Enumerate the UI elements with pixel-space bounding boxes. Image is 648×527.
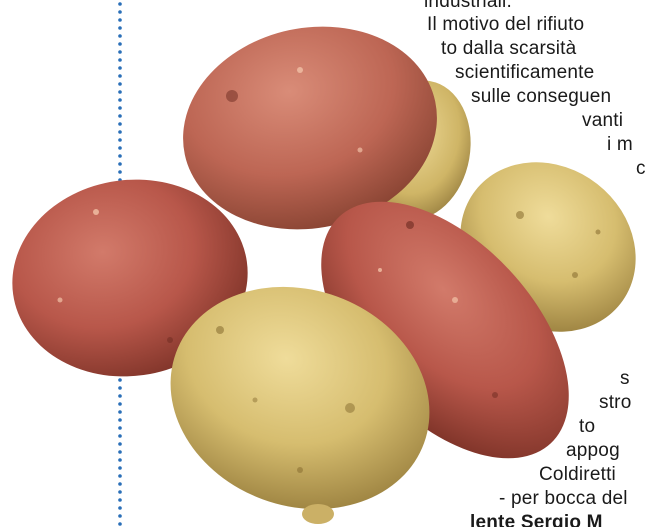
text-line: - per bocca del: [499, 488, 628, 509]
rule-dot: [118, 378, 122, 382]
rule-dot: [118, 74, 122, 78]
rule-dot: [118, 522, 122, 526]
text-line: lente Sergio M: [470, 512, 603, 527]
rule-dot: [118, 138, 122, 142]
rule-dot: [118, 58, 122, 62]
text-line: vanti: [582, 110, 624, 131]
rule-dot: [118, 466, 122, 470]
rule-dot: [118, 442, 122, 446]
rule-dot: [118, 18, 122, 22]
rule-dot: [118, 2, 122, 6]
text-line: industriali.: [424, 0, 512, 12]
rule-dot: [118, 506, 122, 510]
rule-dot: [118, 386, 122, 390]
text-line: stro: [599, 392, 632, 413]
rule-dot: [118, 474, 122, 478]
rule-dot: [118, 490, 122, 494]
rule-dot: [118, 90, 122, 94]
text-line: appog: [566, 440, 620, 461]
rule-dot: [118, 402, 122, 406]
rule-dot: [118, 114, 122, 118]
rule-dot: [118, 10, 122, 14]
rule-dot: [118, 498, 122, 502]
rule-dot: [118, 42, 122, 46]
rule-dot: [118, 394, 122, 398]
rule-dot: [118, 482, 122, 486]
text-line: i m: [607, 134, 633, 155]
rule-dot: [118, 98, 122, 102]
rule-dot: [118, 450, 122, 454]
rule-dot: [118, 170, 122, 174]
rule-dot: [118, 122, 122, 126]
text-line: scientificamente: [455, 62, 595, 83]
rule-dot: [118, 458, 122, 462]
rule-dot: [118, 130, 122, 134]
text-line: sulle conseguen: [471, 86, 612, 107]
text-line: Coldiretti: [539, 464, 616, 485]
rule-dot: [118, 82, 122, 86]
text-line: Il motivo del rifiuto: [427, 14, 585, 35]
rule-dot: [118, 50, 122, 54]
text-line: to dalla scarsità: [441, 38, 577, 59]
rule-dot: [118, 34, 122, 38]
rule-dot: [118, 426, 122, 430]
text-line: s: [620, 368, 630, 389]
rule-dot: [118, 66, 122, 70]
rule-dot: [118, 106, 122, 110]
rule-dot: [118, 162, 122, 166]
text-line: to: [579, 416, 596, 437]
rule-dot: [118, 410, 122, 414]
rule-dot: [118, 418, 122, 422]
rule-dot: [118, 434, 122, 438]
text-line: c: [636, 158, 646, 179]
rule-dot: [118, 26, 122, 30]
rule-dot: [118, 146, 122, 150]
rule-dot: [118, 514, 122, 518]
rule-dot: [118, 154, 122, 158]
